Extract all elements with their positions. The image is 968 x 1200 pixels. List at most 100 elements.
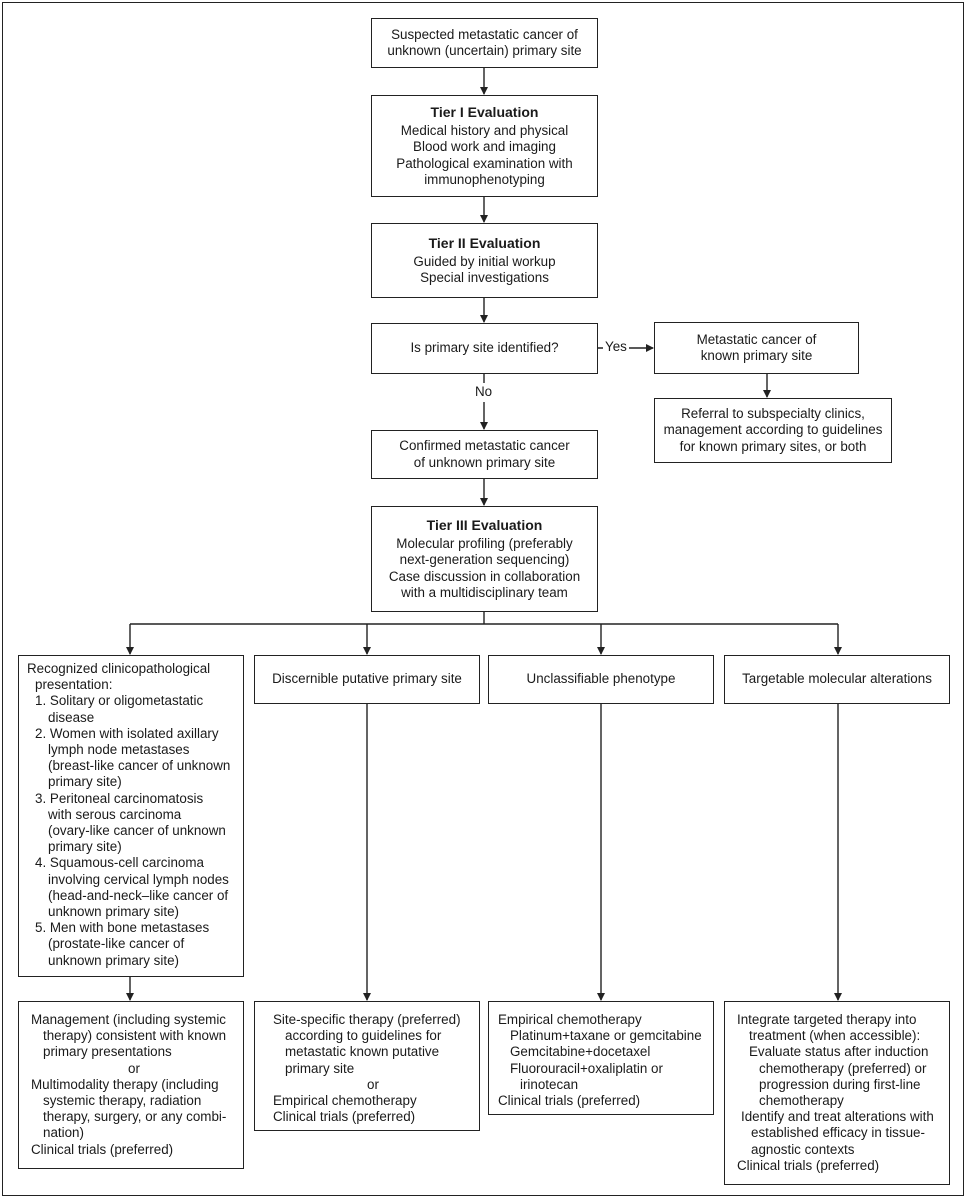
- no-label: No: [473, 384, 495, 399]
- evaluate-line: Evaluate status after induction: [749, 1044, 929, 1060]
- multimodality-line: systemic therapy, radiation: [43, 1093, 202, 1109]
- regimen-line: irinotecan: [520, 1076, 579, 1092]
- or-text: or: [367, 1076, 379, 1092]
- tier1-line: Medical history and physical: [400, 123, 569, 139]
- referral-line: Referral to subspecialty clinics,: [681, 406, 865, 422]
- confirmed-box: Confirmed metastatic cancer of unknown p…: [371, 430, 598, 479]
- recognized-item-line: primary site): [48, 774, 122, 790]
- management-box: Management (including systemic therapy) …: [18, 1001, 244, 1169]
- clinical-trials-line: Clinical trials (preferred): [31, 1141, 174, 1157]
- unclassifiable-box: Unclassifiable phenotype: [488, 655, 714, 704]
- recognized-item-line: primary site): [48, 839, 122, 855]
- multimodality-line: therapy, surgery, or any combi-: [43, 1109, 227, 1125]
- empirical-chemotherapy-box: Empirical chemotherapy Platinum+taxane o…: [488, 1001, 714, 1115]
- yes-label: Yes: [603, 339, 629, 354]
- evaluate-line: progression during first-line: [759, 1076, 921, 1092]
- tier3-box: Tier III Evaluation Molecular profiling …: [371, 506, 598, 612]
- clinical-trials-line: Clinical trials (preferred): [737, 1157, 880, 1173]
- clinical-trials-line: Clinical trials (preferred): [498, 1093, 641, 1109]
- tier1-line: Pathological examination with: [396, 155, 573, 171]
- recognized-item-line: (prostate-like cancer of: [48, 936, 185, 952]
- targetable-label: Targetable molecular alterations: [742, 671, 932, 687]
- recognized-item-line: unknown primary site): [48, 904, 179, 920]
- tier1-line: immunophenotyping: [424, 171, 545, 187]
- recognized-item-line: (head-and-neck–like cancer of: [48, 887, 229, 903]
- tier3-title: Tier III Evaluation: [426, 516, 543, 533]
- recognized-item-line: 3. Peritoneal carcinomatosis: [35, 790, 204, 806]
- tier2-title: Tier II Evaluation: [428, 234, 541, 251]
- start-line: Suspected metastatic cancer of: [391, 26, 578, 42]
- recognized-item-line: with serous carcinoma: [48, 806, 182, 822]
- targetable-box: Targetable molecular alterations: [724, 655, 950, 704]
- management-line: therapy) consistent with known: [43, 1028, 227, 1044]
- decision-box: Is primary site identified?: [371, 323, 598, 374]
- site-specific-line: according to guidelines for: [285, 1028, 442, 1044]
- tier2-line: Special investigations: [420, 270, 549, 286]
- recognized-item-line: (ovary-like cancer of unknown: [48, 823, 226, 839]
- tier2-box: Tier II Evaluation Guided by initial wor…: [371, 223, 598, 298]
- multimodality-line: Multimodality therapy (including: [31, 1076, 219, 1092]
- identify-line: agnostic contexts: [751, 1141, 855, 1157]
- discernible-label: Discernible putative primary site: [272, 671, 462, 687]
- recognized-heading: Recognized clinicopathological: [27, 661, 211, 676]
- site-specific-line: primary site: [285, 1060, 355, 1076]
- discernible-site-box: Discernible putative primary site: [254, 655, 480, 704]
- decision-text: Is primary site identified?: [410, 340, 559, 356]
- recognized-item: 1. Solitary or oligometastatic disease: [27, 693, 237, 725]
- evaluate-line: chemotherapy (preferred) or: [759, 1060, 927, 1076]
- regimen-line: Gemcitabine+docetaxel: [510, 1044, 651, 1060]
- or-text: or: [128, 1060, 140, 1076]
- tier1-title: Tier I Evaluation: [430, 103, 539, 120]
- evaluate-line: chemotherapy: [759, 1093, 844, 1109]
- targeted-head: Integrate targeted therapy into: [737, 1012, 917, 1027]
- identify-line: established efficacy in tissue-: [751, 1125, 925, 1141]
- recognized-item-line: 4. Squamous-cell carcinoma: [35, 855, 204, 871]
- known-line: Metastatic cancer of: [696, 331, 817, 347]
- tier2-line: Guided by initial workup: [413, 253, 556, 269]
- recognized-item-line: involving cervical lymph nodes: [48, 871, 229, 887]
- empirical-head: Empirical chemotherapy: [498, 1012, 642, 1027]
- site-specific-therapy-box: Site-specific therapy (preferred) accord…: [254, 1001, 480, 1131]
- recognized-presentation-box: Recognized clinicopathological presentat…: [18, 655, 244, 977]
- recognized-item: 2. Women with isolated axillary lymph no…: [27, 726, 237, 791]
- recognized-item-line: 1. Solitary or oligometastatic: [35, 693, 204, 709]
- targeted-therapy-box: Integrate targeted therapy into treatmen…: [724, 1001, 950, 1185]
- recognized-heading: presentation:: [35, 677, 113, 693]
- tier3-line: Case discussion in collaboration: [388, 568, 581, 584]
- recognized-item-line: 2. Women with isolated axillary: [35, 725, 219, 741]
- known-primary-box: Metastatic cancer of known primary site: [654, 322, 859, 374]
- management-line: primary presentations: [43, 1044, 172, 1060]
- recognized-item-line: 5. Men with bone metastases: [35, 920, 210, 936]
- tier1-box: Tier I Evaluation Medical history and ph…: [371, 95, 598, 197]
- confirmed-line: of unknown primary site: [413, 454, 556, 470]
- tier3-line: with a multidisciplinary team: [401, 584, 568, 600]
- tier1-line: Blood work and imaging: [413, 139, 556, 155]
- unclassifiable-label: Unclassifiable phenotype: [526, 671, 676, 687]
- targeted-head: treatment (when accessible):: [749, 1028, 921, 1044]
- regimen-line: Fluorouracil+oxaliplatin or: [510, 1060, 663, 1076]
- recognized-item: 3. Peritoneal carcinomatosis with serous…: [27, 791, 237, 856]
- recognized-item-line: lymph node metastases: [48, 742, 190, 758]
- recognized-item: 5. Men with bone metastases (prostate-li…: [27, 920, 237, 969]
- known-line: known primary site: [700, 348, 813, 363]
- identify-line: Identify and treat alterations with: [741, 1109, 934, 1125]
- recognized-item-line: (breast-like cancer of unknown: [48, 758, 231, 774]
- empirical-line: Empirical chemotherapy: [273, 1093, 417, 1109]
- regimen-line: Platinum+taxane or gemcitabine: [510, 1028, 702, 1044]
- clinical-trials-line: Clinical trials (preferred): [273, 1109, 416, 1125]
- confirmed-line: Confirmed metastatic cancer: [399, 438, 570, 454]
- referral-line: for known primary sites, or both: [679, 438, 867, 454]
- referral-box: Referral to subspecialty clinics, manage…: [654, 398, 892, 463]
- referral-line: management according to guidelines: [663, 422, 883, 438]
- multimodality-line: nation): [43, 1125, 84, 1141]
- tier3-line: next-generation sequencing): [399, 552, 570, 568]
- recognized-item-line: unknown primary site): [48, 952, 179, 968]
- start-line: unknown (uncertain) primary site: [387, 43, 582, 58]
- tier3-line: Molecular profiling (preferably: [396, 536, 573, 552]
- site-specific-line: Site-specific therapy (preferred): [273, 1012, 461, 1027]
- start-box: Suspected metastatic cancer of unknown (…: [371, 18, 598, 68]
- recognized-item-line: disease: [48, 709, 95, 725]
- site-specific-line: metastatic known putative: [285, 1044, 440, 1060]
